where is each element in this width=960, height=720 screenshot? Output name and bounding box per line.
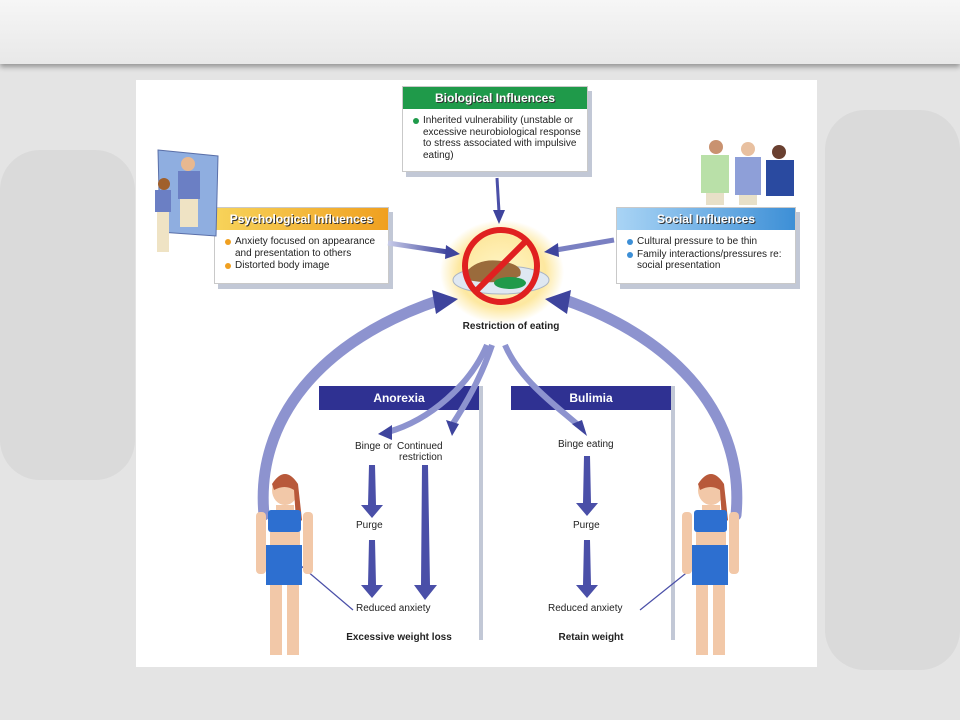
biological-header: Biological Influences <box>403 87 587 109</box>
social-influences-box: Social Influences Cultural pressure to b… <box>616 207 796 284</box>
arrowhead-icon <box>446 420 459 436</box>
vegetables-icon <box>494 277 526 289</box>
psychological-header: Psychological Influences <box>215 208 388 230</box>
social-item: Cultural pressure to be thin <box>627 236 789 248</box>
psychological-arrow <box>387 240 449 255</box>
arrowhead-icon <box>445 245 460 259</box>
social-item-text: Family interactions/pressures re: social… <box>637 248 782 272</box>
psychological-item-text: Anxiety focused on appearance and presen… <box>235 236 376 259</box>
arrow-to-binge-or <box>387 343 490 435</box>
bulimia-binge-eating: Binge eating <box>558 439 614 450</box>
slide-top-bar <box>0 0 960 64</box>
biological-influences-box: Biological Influences Inherited vulnerab… <box>402 86 588 172</box>
anorexia-continued: Continued <box>397 441 443 452</box>
biological-item-text: Inherited vulnerability (unstable or exc… <box>423 115 581 161</box>
anorexia-restriction: restriction <box>399 452 443 463</box>
social-header: Social Influences <box>617 208 795 230</box>
connector-line <box>639 569 691 611</box>
arrowhead-icon <box>544 243 559 257</box>
background-decor-left <box>0 150 135 480</box>
arrowhead-icon <box>378 425 392 440</box>
psychological-item: Anxiety focused on appearance and presen… <box>225 236 382 259</box>
biological-item: Inherited vulnerability (unstable or exc… <box>413 115 581 161</box>
arrow-to-continued <box>449 344 495 427</box>
woman-figure-left <box>256 474 313 655</box>
restriction-of-eating-label: Restriction of eating <box>462 321 560 332</box>
bullet-icon <box>225 239 231 245</box>
bulimia-column <box>511 386 671 640</box>
arrow-to-binge-eating <box>502 343 580 428</box>
social-item: Family interactions/pressures re: social… <box>627 249 789 272</box>
bulimia-flow-arrows <box>576 456 598 598</box>
psychological-influences-box: Psychological Influences Anxiety focused… <box>214 207 389 284</box>
arrowhead-icon <box>545 290 571 314</box>
background-decor-right <box>825 110 960 670</box>
feedback-arc-right <box>559 294 743 521</box>
arrowhead-icon <box>572 420 587 436</box>
social-item-text: Cultural pressure to be thin <box>637 236 758 247</box>
bulimia-reduced-anxiety: Reduced anxiety <box>548 603 623 614</box>
anorexia-outcome: Excessive weight loss <box>346 632 452 643</box>
social-arrow <box>555 237 615 253</box>
psychological-item: Distorted body image <box>225 260 382 272</box>
woman-figure-right <box>682 474 739 655</box>
mirror-figure-illustration <box>155 149 219 252</box>
anorexia-reduced-anxiety: Reduced anxiety <box>356 603 431 614</box>
bulimia-outcome: Retain weight <box>558 632 624 643</box>
bullet-icon <box>627 239 633 245</box>
bullet-icon <box>627 251 633 258</box>
feedback-arc-left <box>257 294 446 521</box>
biological-arrow <box>495 177 501 213</box>
arrowhead-icon <box>432 290 458 314</box>
bullet-icon <box>225 263 231 269</box>
prohibition-icon <box>462 227 540 305</box>
psychological-item-text: Distorted body image <box>235 260 330 271</box>
anorexia-binge-or: Binge or <box>355 441 393 452</box>
anorexia-flow-arrows <box>361 465 437 600</box>
anorexia-purge: Purge <box>356 520 383 531</box>
bulimia-purge: Purge <box>573 520 600 531</box>
bullet-icon <box>413 118 419 124</box>
social-group-illustration <box>701 140 794 205</box>
arrowhead-icon <box>493 210 505 224</box>
